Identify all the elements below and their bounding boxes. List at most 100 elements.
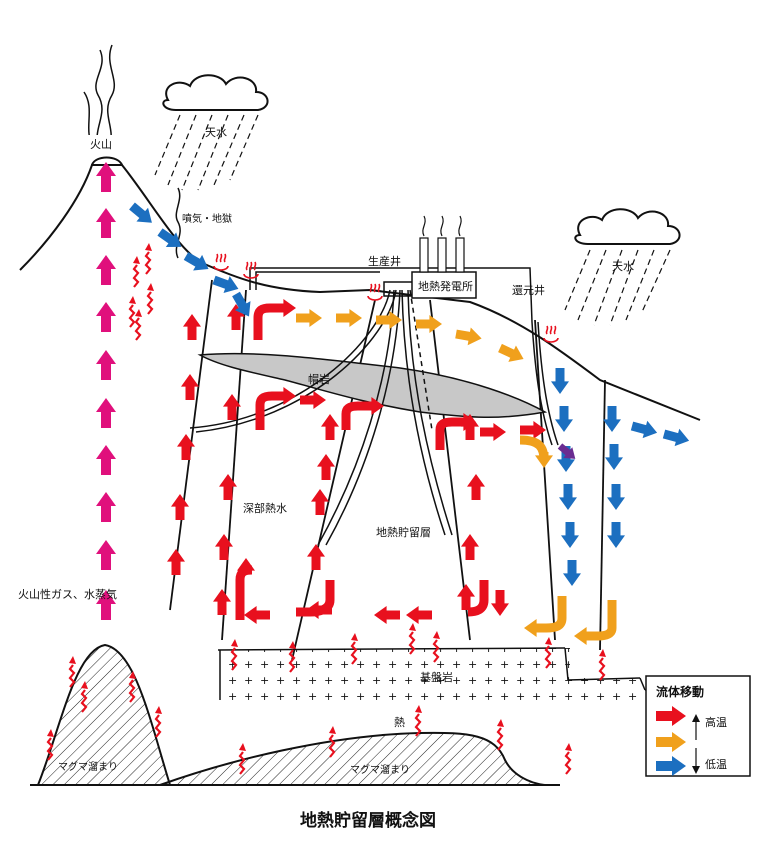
flow-arrow [376, 311, 402, 329]
flow-arrow [406, 606, 432, 624]
label-reservoir: 地熱貯留層 [376, 526, 431, 539]
flow-arrow [563, 560, 581, 586]
flow-arrow [559, 484, 577, 510]
bent-flow-arrow [341, 401, 370, 430]
label-basement: 基盤岩 [420, 670, 453, 684]
flow-arrow [467, 474, 485, 500]
label-power-plant: 地熱発電所 [418, 279, 473, 293]
label-rain-left: 天水 [205, 126, 227, 139]
heat-squiggle [230, 639, 238, 671]
heat-squiggle [564, 743, 572, 775]
flow-arrow [171, 494, 189, 520]
bent-flow-arrow [253, 303, 282, 340]
hot-spring-icon [367, 283, 383, 301]
legend-high: 高温 [705, 715, 727, 729]
flow-arrow [662, 428, 690, 447]
reinjection-well [531, 321, 553, 446]
heat-squiggle [128, 671, 136, 703]
heat-squiggle [598, 649, 606, 681]
flow-arrow [656, 732, 686, 752]
heat-squiggle [238, 743, 246, 775]
bent-flow-arrow [435, 417, 462, 450]
flow-arrow [311, 489, 329, 515]
bent-flow-arrow [255, 391, 282, 430]
heat-squiggle [132, 256, 140, 288]
heat-squiggle [414, 705, 422, 737]
mid-temp-flow-arrows [296, 309, 617, 645]
hot-spring-icons [213, 253, 559, 343]
flow-arrow [480, 423, 506, 441]
flow-arrow [524, 619, 540, 637]
rain-cloud-right [564, 208, 681, 326]
power-plant [411, 215, 477, 299]
reinjection-flow-arrow [557, 443, 576, 459]
flow-arrow [455, 327, 482, 346]
flow-arrow [374, 606, 400, 624]
volcano-crater [91, 156, 123, 166]
flow-arrow [551, 368, 569, 394]
rain-cloud-left [154, 74, 269, 191]
flow-arrow [96, 162, 116, 192]
label-deep-hot-water: 深部熱水 [243, 501, 287, 515]
flow-arrow [574, 627, 590, 645]
flow-arrow [368, 397, 384, 415]
flow-arrow [237, 558, 255, 574]
label-volcanic-gas: 火山性ガス、水蒸気 [18, 587, 117, 601]
legend-arrows [656, 706, 686, 776]
heat-squiggle [134, 309, 142, 341]
high-temp-flow-arrows [167, 299, 546, 624]
flow-arrow [129, 202, 152, 223]
flow-arrow [605, 444, 623, 470]
flow-arrow [336, 309, 362, 327]
heat-squiggle [128, 296, 136, 328]
flow-arrow [213, 589, 231, 615]
flow-arrow [307, 544, 325, 570]
flow-arrow [491, 590, 509, 616]
flow-arrow [96, 492, 116, 522]
volcanic-gas-arrows [96, 162, 116, 620]
heat-squiggle [154, 706, 162, 738]
diagram-title: 地熱貯留層概念図 [300, 810, 436, 831]
flow-arrow [280, 299, 296, 317]
labels: 火山 天水 天水 噴気・地獄 生産井 地熱発電所 還元井 帽岩 深部熱水 地熱貯… [18, 126, 634, 831]
label-production-well: 生産井 [368, 254, 401, 268]
label-fumarole: 噴気・地獄 [182, 212, 232, 225]
flow-arrow [280, 387, 296, 405]
volcano-smoke [83, 44, 115, 151]
heat-squiggle [544, 637, 552, 669]
low-temp-flow-arrows [129, 202, 690, 586]
flow-arrow [183, 314, 201, 340]
flow-arrow [181, 374, 199, 400]
label-volcano: 火山 [90, 138, 112, 151]
heat-squiggle [496, 719, 504, 751]
flow-arrow [212, 275, 239, 294]
label-magma-left: マグマ溜まり [58, 760, 118, 773]
flow-arrow [461, 534, 479, 560]
magma-chamber-right [159, 731, 546, 786]
bent-flow-arrow [534, 596, 567, 633]
flow-arrow [157, 228, 182, 248]
flow-arrow [296, 309, 322, 327]
flow-arrow [321, 414, 339, 440]
flow-arrow [535, 452, 553, 468]
flow-arrow [460, 413, 476, 431]
label-magma-right: マグマ溜まり [350, 763, 410, 776]
fumarole-smoke [175, 187, 181, 259]
flow-arrow [96, 350, 116, 380]
flow-arrow [244, 606, 270, 624]
hot-spring-icon [243, 261, 259, 279]
flow-arrow [498, 343, 524, 362]
hot-spring-icon [543, 325, 559, 343]
flow-arrow [96, 540, 116, 570]
heat-squiggle [146, 283, 154, 315]
flow-arrow [215, 534, 233, 560]
flow-arrow [317, 454, 335, 480]
flow-arrow [177, 434, 195, 460]
legend-title: 流体移動 [656, 684, 704, 699]
flow-arrow [656, 756, 686, 776]
legend: 流体移動 高温 低温 [645, 675, 751, 777]
flow-arrow [300, 391, 326, 409]
flow-arrow [603, 406, 621, 432]
flow-arrow [96, 398, 116, 428]
